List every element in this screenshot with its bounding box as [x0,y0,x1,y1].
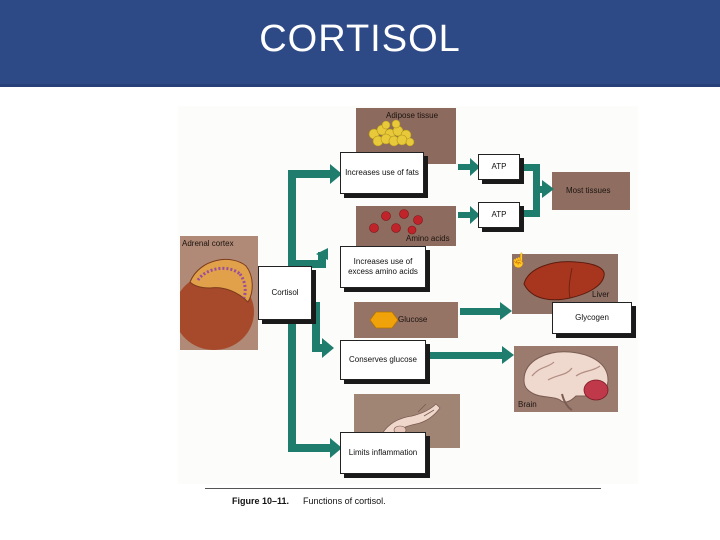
adrenal-gland-icon [180,258,254,350]
brain-panel: Brain [514,346,618,412]
glucose-label: Glucose [398,315,428,324]
cortisol-figure: Adipose tissue Amino acids Glucose [178,106,638,484]
caption-text: Functions of cortisol. [303,496,386,506]
brain-icon [523,351,609,411]
adrenal-panel: Adrenal cortex [180,236,258,350]
slide-header: CORTISOL [0,0,720,87]
figure-caption: Figure 10–11. Functions of cortisol. [232,496,386,506]
brain-label: Brain [518,400,537,409]
caption-rule [205,488,601,489]
inflammation-box: Limits inflammation [340,432,426,474]
atp-bottom-box: ATP [478,202,520,228]
fat-cells-icon [368,119,415,147]
amino-acids-icon [369,209,423,235]
conserves-box: Conserves glucose [340,340,426,380]
amino-panel: Amino acids [356,206,456,246]
most-tissues-panel: Most tissues [552,172,630,210]
glucose-panel: Glucose [354,302,458,338]
liver-icon [523,261,605,301]
slide-title: CORTISOL [259,18,461,60]
adrenal-label: Adrenal cortex [182,239,234,248]
fats-box: Increases use of fats [340,152,424,194]
hand-cursor-icon: ☝ [510,252,528,268]
glycogen-box: Glycogen [552,302,632,334]
glucose-icon [370,311,399,329]
amino-label: Amino acids [406,234,450,243]
most-tissues-label: Most tissues [566,186,611,195]
figure-number: Figure 10–11. [232,496,290,506]
liver-label: Liver [592,290,610,299]
amino-box: Increases use of excess amino acids [340,246,426,288]
cortisol-box: Cortisol [258,266,312,320]
atp-top-box: ATP [478,154,520,180]
adipose-label: Adipose tissue [386,111,439,120]
